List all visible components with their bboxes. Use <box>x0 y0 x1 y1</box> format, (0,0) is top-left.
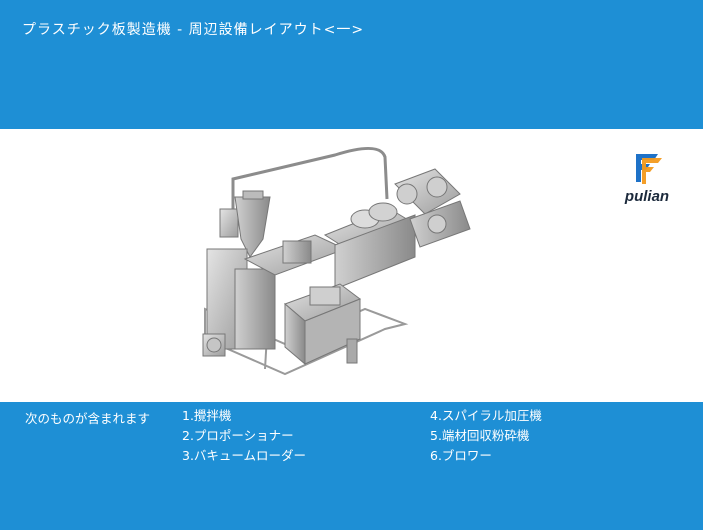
list-item: 6.ブロワー <box>430 448 492 463</box>
list-item: 4.スパイラル加圧機 <box>430 408 542 423</box>
footer-band: 次のものが含まれます 1.攪拌機 2.プロポーショナー 3.バキュームローダー … <box>0 402 703 530</box>
list-item: 1.攪拌機 <box>182 408 232 423</box>
list-item: 5.端材回収粉砕機 <box>430 428 530 443</box>
production-line-illustration <box>202 147 471 376</box>
list-item: 2.プロポーショナー <box>182 428 294 443</box>
pulian-logo: pulian <box>612 150 682 212</box>
header-band: プラスチック板製造機 - 周辺設備レイアウト<一> <box>0 0 703 129</box>
slide-title: プラスチック板製造機 - 周辺設備レイアウト<一> <box>22 22 365 38</box>
equipment-list-right: 4.スパイラル加圧機 5.端材回収粉砕機 6.ブロワー <box>430 408 542 468</box>
equipment-list-left: 1.攪拌機 2.プロポーショナー 3.バキュームローダー <box>182 408 306 468</box>
list-item: 3.バキュームローダー <box>182 448 307 463</box>
equipment-intro: 次のものが含まれます <box>25 411 151 426</box>
logo-wordmark: pulian <box>624 188 670 205</box>
